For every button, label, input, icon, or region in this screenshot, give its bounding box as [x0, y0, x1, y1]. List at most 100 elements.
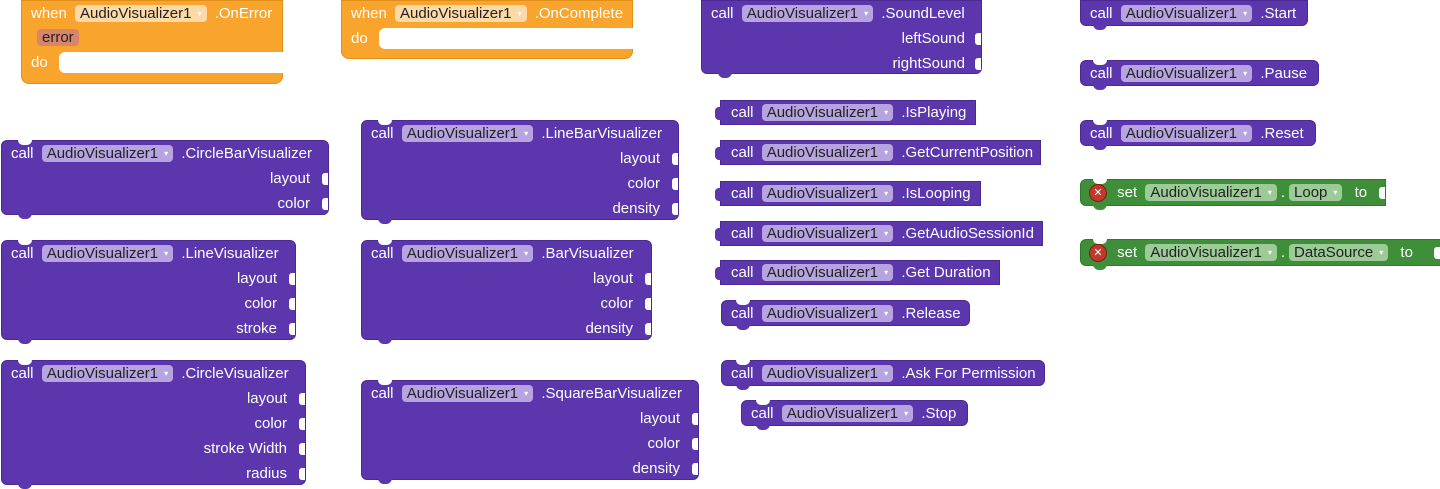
- component-dropdown[interactable]: AudioVisualizer1▾: [41, 145, 174, 162]
- call-keyword: call: [731, 365, 754, 382]
- do-statement-slot[interactable]: [59, 52, 284, 73]
- component-dropdown[interactable]: AudioVisualizer1▾: [75, 5, 207, 22]
- component-dropdown[interactable]: AudioVisualizer1▾: [401, 125, 534, 142]
- getter-block-islooping[interactable]: call AudioVisualizer1▾ .IsLooping: [715, 181, 981, 206]
- component-dropdown[interactable]: AudioVisualizer1▾: [761, 144, 894, 161]
- method-name: .SoundLevel: [881, 5, 965, 22]
- component-dropdown[interactable]: AudioVisualizer1▾: [761, 264, 894, 281]
- dropdown-arrow-icon: ▾: [884, 189, 889, 198]
- arg-socket[interactable]: [322, 198, 328, 210]
- arg-socket[interactable]: [672, 178, 678, 190]
- component-dropdown[interactable]: AudioVisualizer1▾: [41, 365, 174, 382]
- arg-socket[interactable]: [692, 438, 698, 450]
- method-name: .IsPlaying: [901, 104, 967, 121]
- method-name: .CircleVisualizer: [181, 365, 289, 382]
- method-block-linebarvisualizer[interactable]: call AudioVisualizer1▾ .LineBarVisualize…: [361, 120, 679, 224]
- value-socket[interactable]: [1379, 187, 1385, 199]
- event-block-oncomplete[interactable]: when AudioVisualizer1▾ .OnComplete do: [341, 0, 634, 59]
- arg-socket[interactable]: [645, 298, 651, 310]
- arg-label: layout: [269, 170, 310, 187]
- method-name: .Start: [1260, 5, 1297, 22]
- arg-socket[interactable]: [692, 413, 698, 425]
- dropdown-arrow-icon: ▾: [884, 229, 889, 238]
- getter-block-isplaying[interactable]: call AudioVisualizer1▾ .IsPlaying: [715, 100, 976, 125]
- arg-label: rightSound: [892, 55, 965, 72]
- arg-socket[interactable]: [299, 468, 305, 480]
- component-dropdown[interactable]: AudioVisualizer1▾: [41, 245, 174, 262]
- dropdown-arrow-icon: ▾: [524, 249, 529, 258]
- dropdown-arrow-icon: ▾: [197, 9, 202, 18]
- method-block-linevisualizer[interactable]: call AudioVisualizer1▾ .LineVisualizer l…: [1, 240, 296, 344]
- dropdown-arrow-icon: ▾: [1267, 188, 1272, 197]
- do-statement-slot[interactable]: [379, 28, 634, 49]
- arg-socket[interactable]: [645, 323, 651, 335]
- property-dropdown[interactable]: Loop▾: [1289, 184, 1343, 201]
- component-dropdown[interactable]: AudioVisualizer1▾: [761, 104, 894, 121]
- setter-block-loop[interactable]: ✕ set AudioVisualizer1▾.Loop▾ to: [1080, 179, 1386, 210]
- method-block-circlebarvisualizer[interactable]: call AudioVisualizer1▾ .CircleBarVisuali…: [1, 140, 329, 219]
- previous-connector: [378, 120, 392, 125]
- component-dropdown[interactable]: AudioVisualizer1▾: [401, 385, 534, 402]
- getter-block-getaudiosessionid[interactable]: call AudioVisualizer1▾ .GetAudioSessionI…: [715, 221, 1043, 246]
- next-connector: [378, 218, 392, 224]
- param-error[interactable]: error: [37, 29, 79, 46]
- getter-block-getcurrentposition[interactable]: call AudioVisualizer1▾ .GetCurrentPositi…: [715, 140, 1041, 165]
- property-dropdown[interactable]: DataSource▾: [1289, 244, 1389, 261]
- call-keyword: call: [1090, 125, 1113, 142]
- error-icon[interactable]: ✕: [1089, 244, 1107, 262]
- setter-block-datasource[interactable]: ✕ set AudioVisualizer1▾.DataSource▾ to: [1080, 239, 1440, 270]
- dropdown-arrow-icon: ▾: [164, 149, 169, 158]
- getter-block-getduration[interactable]: call AudioVisualizer1▾ .Get Duration: [715, 260, 1000, 285]
- component-dropdown[interactable]: AudioVisualizer1▾: [1120, 5, 1253, 22]
- component-dropdown[interactable]: AudioVisualizer1▾: [761, 185, 894, 202]
- component-dropdown[interactable]: AudioVisualizer1▾: [781, 405, 914, 422]
- method-block-circlevisualizer[interactable]: call AudioVisualizer1▾ .CircleVisualizer…: [1, 360, 306, 489]
- method-block-askforpermission[interactable]: call AudioVisualizer1▾ .Ask For Permissi…: [721, 360, 1045, 390]
- method-block-reset[interactable]: call AudioVisualizer1▾ .Reset: [1080, 120, 1316, 150]
- arg-label: layout: [236, 270, 277, 287]
- method-block-release[interactable]: call AudioVisualizer1▾ .Release: [721, 300, 970, 330]
- method-name: .LineVisualizer: [181, 245, 279, 262]
- value-socket[interactable]: [1434, 247, 1440, 259]
- arg-socket[interactable]: [299, 418, 305, 430]
- call-keyword: call: [731, 144, 754, 161]
- arg-socket[interactable]: [289, 273, 295, 285]
- component-dropdown[interactable]: AudioVisualizer1▾: [1145, 184, 1277, 201]
- method-block-start[interactable]: call AudioVisualizer1▾ .Start: [1080, 0, 1308, 30]
- arg-label: density: [632, 460, 680, 477]
- arg-socket[interactable]: [672, 153, 678, 165]
- arg-socket[interactable]: [299, 443, 305, 455]
- arg-socket[interactable]: [322, 173, 328, 185]
- arg-label: color: [254, 415, 287, 432]
- component-dropdown[interactable]: AudioVisualizer1▾: [761, 365, 894, 382]
- arg-socket[interactable]: [975, 58, 981, 70]
- error-icon[interactable]: ✕: [1089, 184, 1107, 202]
- arg-socket[interactable]: [299, 393, 305, 405]
- method-block-stop[interactable]: call AudioVisualizer1▾ .Stop: [741, 400, 968, 430]
- method-block-barvisualizer[interactable]: call AudioVisualizer1▾ .BarVisualizer la…: [361, 240, 652, 344]
- event-block-onerror[interactable]: when AudioVisualizer1▾ .OnError error do: [21, 0, 284, 84]
- method-block-squarebarvisualizer[interactable]: call AudioVisualizer1▾ .SquareBarVisuali…: [361, 380, 699, 484]
- component-dropdown[interactable]: AudioVisualizer1▾: [761, 225, 894, 242]
- arg-socket[interactable]: [692, 463, 698, 475]
- output-plug: [715, 188, 722, 201]
- arg-label: stroke Width: [203, 440, 287, 457]
- method-block-pause[interactable]: call AudioVisualizer1▾ .Pause: [1080, 60, 1319, 90]
- component-dropdown[interactable]: AudioVisualizer1▾: [401, 245, 534, 262]
- arg-socket[interactable]: [975, 33, 981, 45]
- component-dropdown[interactable]: AudioVisualizer1▾: [741, 5, 874, 22]
- arg-socket[interactable]: [289, 323, 295, 335]
- component-dropdown[interactable]: AudioVisualizer1▾: [1120, 125, 1253, 142]
- component-dropdown[interactable]: AudioVisualizer1▾: [1145, 244, 1277, 261]
- dropdown-arrow-icon: ▾: [864, 9, 869, 18]
- dot-separator: .: [1280, 244, 1286, 261]
- arg-socket[interactable]: [672, 203, 678, 215]
- method-block-soundlevel[interactable]: call AudioVisualizer1▾ .SoundLevel leftS…: [701, 0, 982, 78]
- arg-socket[interactable]: [289, 298, 295, 310]
- arg-socket[interactable]: [645, 273, 651, 285]
- component-dropdown[interactable]: AudioVisualizer1▾: [761, 305, 894, 322]
- call-keyword: call: [1090, 65, 1113, 82]
- component-dropdown[interactable]: AudioVisualizer1▾: [395, 5, 527, 22]
- previous-connector: [18, 360, 32, 365]
- component-dropdown[interactable]: AudioVisualizer1▾: [1120, 65, 1253, 82]
